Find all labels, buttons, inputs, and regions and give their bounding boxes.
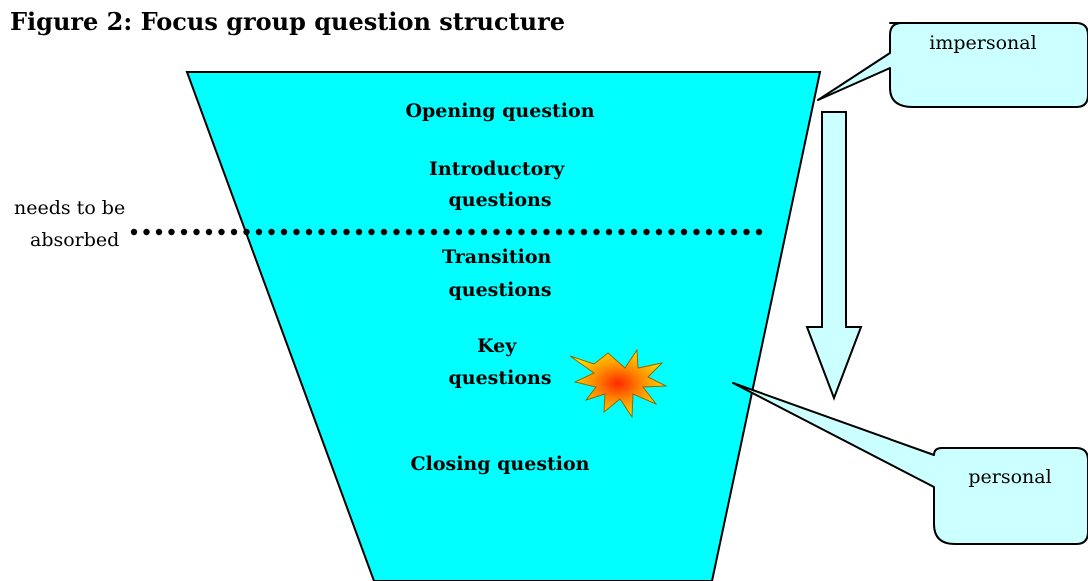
absorption-dot bbox=[168, 228, 175, 236]
absorption-dot bbox=[718, 228, 725, 236]
absorption-dot bbox=[418, 228, 425, 236]
absorption-dot bbox=[505, 228, 513, 236]
absorption-dot bbox=[580, 228, 588, 236]
absorption-dot bbox=[180, 228, 188, 236]
absorption-dot bbox=[280, 228, 288, 236]
absorption-dot bbox=[755, 228, 763, 236]
absorption-dot bbox=[218, 228, 225, 236]
personal-label: personal bbox=[968, 466, 1051, 488]
stage-closing: Closing question bbox=[410, 453, 589, 475]
absorption-dot bbox=[543, 228, 550, 236]
absorption-dot bbox=[255, 228, 263, 236]
impersonal-callout bbox=[817, 22, 1088, 108]
absorption-dot bbox=[368, 228, 375, 236]
stage-key: Key questions bbox=[448, 335, 551, 389]
absorption-dot bbox=[493, 228, 500, 236]
figure-title: Figure 2: Focus group question structure bbox=[10, 7, 565, 36]
absorption-dot bbox=[155, 228, 163, 236]
explosion-burst-icon bbox=[569, 348, 668, 419]
absorption-dot bbox=[343, 228, 350, 236]
absorption-dot bbox=[480, 228, 488, 236]
absorption-dot bbox=[305, 228, 313, 236]
absorption-dot bbox=[555, 228, 563, 236]
absorption-dot bbox=[193, 228, 200, 236]
absorption-dot bbox=[693, 228, 700, 236]
absorption-dot bbox=[243, 228, 250, 236]
absorption-dot bbox=[605, 228, 613, 236]
absorption-dot bbox=[330, 228, 338, 236]
absorption-dot bbox=[205, 228, 213, 236]
absorption-dot bbox=[618, 228, 625, 236]
absorption-dot bbox=[430, 228, 438, 236]
impersonal-label: impersonal bbox=[929, 32, 1036, 54]
absorption-dot bbox=[668, 228, 675, 236]
absorption-dot bbox=[293, 228, 300, 236]
absorption-dot bbox=[730, 228, 738, 236]
absorbed-note: needs to be absorbed bbox=[14, 197, 131, 251]
absorption-dot bbox=[355, 228, 363, 236]
absorption-dot bbox=[705, 228, 713, 236]
absorption-dot bbox=[680, 228, 688, 236]
personal-callout bbox=[732, 382, 1088, 545]
absorption-dot bbox=[518, 228, 525, 236]
absorption-dot bbox=[443, 228, 450, 236]
absorption-dot bbox=[630, 228, 638, 236]
absorption-dot bbox=[593, 228, 600, 236]
absorption-dot bbox=[643, 228, 650, 236]
absorption-dot bbox=[405, 228, 413, 236]
stage-opening: Opening question bbox=[405, 100, 594, 122]
stage-introductory: Introductory questions bbox=[429, 158, 571, 211]
absorption-dot bbox=[380, 228, 388, 236]
down-arrow-icon bbox=[805, 111, 863, 401]
absorption-dot bbox=[655, 228, 663, 236]
absorption-dot bbox=[318, 228, 325, 236]
absorption-dotted-line bbox=[130, 228, 763, 236]
absorption-dot bbox=[143, 228, 150, 236]
question-funnel bbox=[185, 71, 822, 581]
absorption-dot bbox=[268, 228, 275, 236]
absorption-dot bbox=[455, 228, 463, 236]
absorption-dot bbox=[568, 228, 575, 236]
absorption-dot bbox=[530, 228, 538, 236]
absorption-dot bbox=[230, 228, 238, 236]
absorption-dot bbox=[393, 228, 400, 236]
absorption-dot bbox=[743, 228, 750, 236]
stage-transition: Transition questions bbox=[442, 246, 558, 301]
absorption-dot bbox=[130, 228, 138, 236]
absorption-dot bbox=[468, 228, 475, 236]
